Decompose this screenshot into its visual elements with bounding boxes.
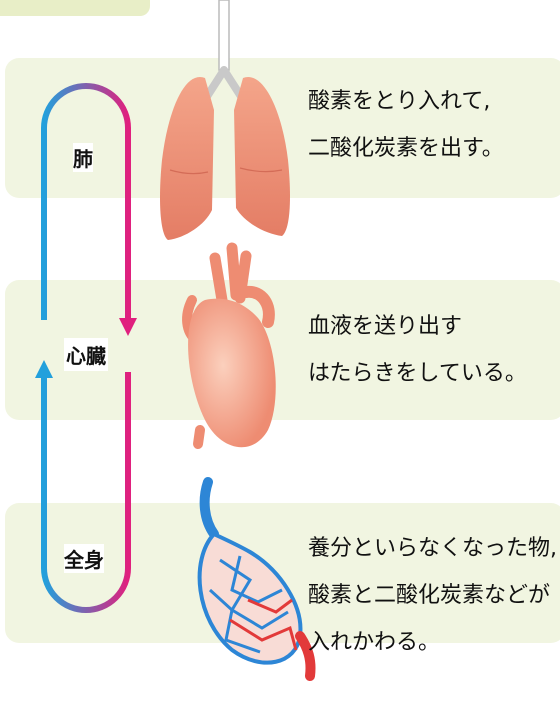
desc-body-line-3: 入れかわる。 bbox=[308, 630, 441, 655]
desc-heart: 血液を送り出す はたらきをしている。 bbox=[308, 303, 527, 397]
title-tab bbox=[0, 0, 150, 16]
desc-heart-line-2: はたらきをしている。 bbox=[308, 361, 527, 386]
desc-lungs: 酸素をとり入れて, 二酸化炭素を出す。 bbox=[308, 78, 504, 172]
heart-icon bbox=[182, 242, 276, 449]
desc-body-line-1: 養分といらなくなった物, bbox=[308, 536, 557, 561]
capillaries-icon bbox=[197, 477, 316, 681]
label-lungs: 肺 bbox=[73, 143, 93, 172]
desc-body: 養分といらなくなった物, 酸素と二酸化炭素などが 入れかわる。 bbox=[308, 525, 557, 666]
arrow-up-head bbox=[35, 360, 53, 378]
label-heart: 心臓 bbox=[64, 338, 108, 371]
circulation-arrows bbox=[35, 83, 137, 613]
desc-heart-line-1: 血液を送り出す bbox=[308, 314, 463, 339]
lungs-icon bbox=[160, 0, 290, 241]
desc-body-line-2: 酸素と二酸化炭素などが bbox=[308, 583, 551, 608]
desc-lungs-line-1: 酸素をとり入れて, bbox=[308, 89, 491, 114]
arrow-down-head bbox=[119, 318, 137, 336]
desc-lungs-line-2: 二酸化炭素を出す。 bbox=[308, 136, 504, 161]
label-body: 全身 bbox=[64, 544, 104, 573]
